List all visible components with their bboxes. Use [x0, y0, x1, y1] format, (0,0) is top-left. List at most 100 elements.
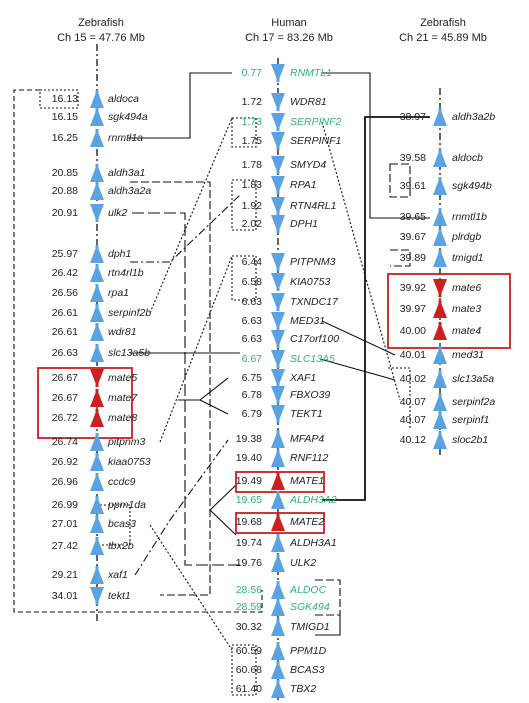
- center-marker-fbxo39: [271, 386, 285, 404]
- center-gene-tmigd1: TMIGD1: [290, 621, 330, 633]
- right-marker-plrdgb: [433, 228, 447, 246]
- center-marker-txndc17: [271, 293, 285, 311]
- right-gene-slc13a5a: slc13a5a: [452, 373, 495, 385]
- left-gene-slc13a5b: slc13a5b: [108, 347, 151, 359]
- left-position-rtn4rl1b: 26.42: [51, 267, 78, 279]
- center-position-tbx2: 61.40: [235, 683, 262, 695]
- right-species: Zebrafish: [420, 17, 466, 29]
- center-gene-smyd4: SMYD4: [290, 159, 327, 171]
- right-marker-med31: [433, 346, 447, 364]
- group-box-ppm1da: [100, 504, 131, 546]
- center-marker-rnmtl1: [271, 64, 285, 82]
- right-marker-mate4: [433, 322, 447, 340]
- center-marker-sgk494: [271, 598, 285, 616]
- center-position-pitpnm3: 6.44: [241, 256, 262, 268]
- right-position-sgk494b: 39.61: [399, 180, 426, 192]
- center-marker-aldoc: [271, 581, 285, 599]
- right-gene-med31: med31: [452, 349, 485, 361]
- connector-xaf1-MFAP4: [134, 439, 229, 576]
- right-gene-aldocb: aldocb: [452, 152, 483, 164]
- left-gene-rtn4rl1b: rtn4rl1b: [108, 267, 144, 279]
- right-position-plrdgb: 39.67: [399, 231, 426, 243]
- center-marker-bcas3: [271, 661, 285, 679]
- right-marker-slc13a5a: [433, 370, 447, 388]
- left-position-serpinf2b: 26.61: [51, 307, 78, 319]
- center-position-mfap4: 19.38: [235, 433, 262, 445]
- left-gene-kiaa0753: kiaa0753: [108, 456, 151, 468]
- left-gene-tbx2b: tbx2b: [108, 540, 134, 552]
- center-position-serpinf2: 1.73: [241, 116, 262, 128]
- center-gene-serpinf1: SERPINF1: [290, 135, 342, 147]
- left-position-aldh3a1: 20.85: [51, 167, 78, 179]
- connector-bcas3-BCAS3: [149, 524, 233, 651]
- left-marker-wdr81: [90, 323, 104, 341]
- center-marker-kia0753: [271, 273, 285, 291]
- right-marker-sloc2b1: [433, 431, 447, 449]
- left-position-pitpnm3: 26.74: [51, 436, 78, 448]
- center-marker-mfap4: [271, 430, 285, 448]
- center-gene-mate1: MATE1: [290, 475, 325, 487]
- center-position-ulk2: 19.76: [235, 557, 262, 569]
- left-marker-aldh3a2a: [90, 182, 104, 200]
- left-gene-mate8: mate8: [108, 412, 138, 424]
- left-marker-rtn4rl1b: [90, 264, 104, 282]
- center-gene-tekt1: TEKT1: [290, 408, 323, 420]
- group-box-ppm1d: [231, 644, 257, 696]
- left-position-wdr81: 26.61: [51, 326, 78, 338]
- center-gene-med31: MED31: [290, 315, 326, 327]
- left-gene-bcas3: bcas3: [108, 518, 137, 530]
- right-marker-aldh3a2b: [433, 108, 447, 126]
- left-gene-ppm1da: ppm1da: [108, 499, 146, 511]
- center-position-bcas3: 60.68: [235, 664, 262, 676]
- center-marker-rpa1: [271, 176, 285, 194]
- connector-MATE-fork: [209, 484, 237, 536]
- center-position-med31: 6.63: [241, 315, 262, 327]
- center-marker-med31: [271, 312, 285, 330]
- center-marker-serpinf2: [271, 113, 285, 131]
- left-chromosome-header: Zebrafish Ch 15 = 47.76 Mb: [31, 16, 171, 46]
- center-gene-slc13a5: SLC13A5: [290, 353, 335, 365]
- center-position-rpa1: 1.83: [241, 179, 262, 191]
- left-position-mate5: 26.67: [51, 372, 78, 384]
- center-gene-mfap4: MFAP4: [290, 433, 325, 445]
- right-chromosome-header: Zebrafish Ch 21 = 45.89 Mb: [373, 16, 513, 46]
- center-gene-rpa1: RPA1: [290, 179, 317, 191]
- left-marker-ulk2: [90, 204, 104, 222]
- left-marker-kiaa0753: [90, 453, 104, 471]
- left-position-kiaa0753: 26.92: [51, 456, 78, 468]
- center-gene-bcas3: BCAS3: [290, 664, 325, 676]
- right-gene-sgk494b: sgk494b: [452, 180, 492, 192]
- right-position-rnmtl1b: 39.65: [399, 211, 426, 223]
- center-gene-aldh3a2: ALDH3A2: [290, 494, 337, 506]
- left-gene-rpa1: rpa1: [108, 287, 130, 299]
- center-position-rnmtl1: 0.77: [241, 67, 262, 79]
- right-position-mate3: 39.97: [399, 303, 426, 315]
- center-position-c17orf100: 6.63: [241, 333, 262, 345]
- left-position-rpa1: 26.56: [51, 287, 78, 299]
- left-position-mate7: 26.67: [51, 392, 78, 404]
- left-marker-bcas3: [90, 515, 104, 533]
- left-gene-ccdc9: ccdc9: [108, 476, 136, 488]
- left-species: Zebrafish: [78, 17, 124, 29]
- left-position-mate8: 26.72: [51, 412, 78, 424]
- left-marker-serpinf2b: [90, 304, 104, 322]
- center-position-mate1: 19.49: [235, 475, 262, 487]
- connector-serpinf-group: [388, 367, 411, 430]
- right-marker-serpinf1: [433, 411, 447, 429]
- center-gene-serpinf2: SERPINF2: [290, 116, 342, 128]
- center-gene-c17orf100: C17orf100: [290, 333, 340, 345]
- left-gene-mate7: mate7: [108, 392, 138, 404]
- center-marker-aldh3a2: [271, 491, 285, 509]
- center-gene-rtn4rl1: RTN4RL1: [290, 200, 337, 212]
- left-marker-sgk494a: [90, 108, 104, 126]
- left-position-ccdc9: 26.96: [51, 476, 78, 488]
- left-gene-rnmtl1a: rnmtl1a: [108, 132, 144, 144]
- left-position-aldoca: 16.13: [51, 93, 78, 105]
- center-gene-tbx2: TBX2: [290, 683, 317, 695]
- right-position-tmigd1: 39.89: [399, 252, 426, 264]
- right-marker-sgk494b: [433, 177, 447, 195]
- center-marker-tekt1: [271, 405, 285, 423]
- connector-rnmtl1a-RNMTL1: [128, 72, 232, 139]
- center-marker-tbx2: [271, 680, 285, 698]
- center-marker-smyd4: [271, 156, 285, 174]
